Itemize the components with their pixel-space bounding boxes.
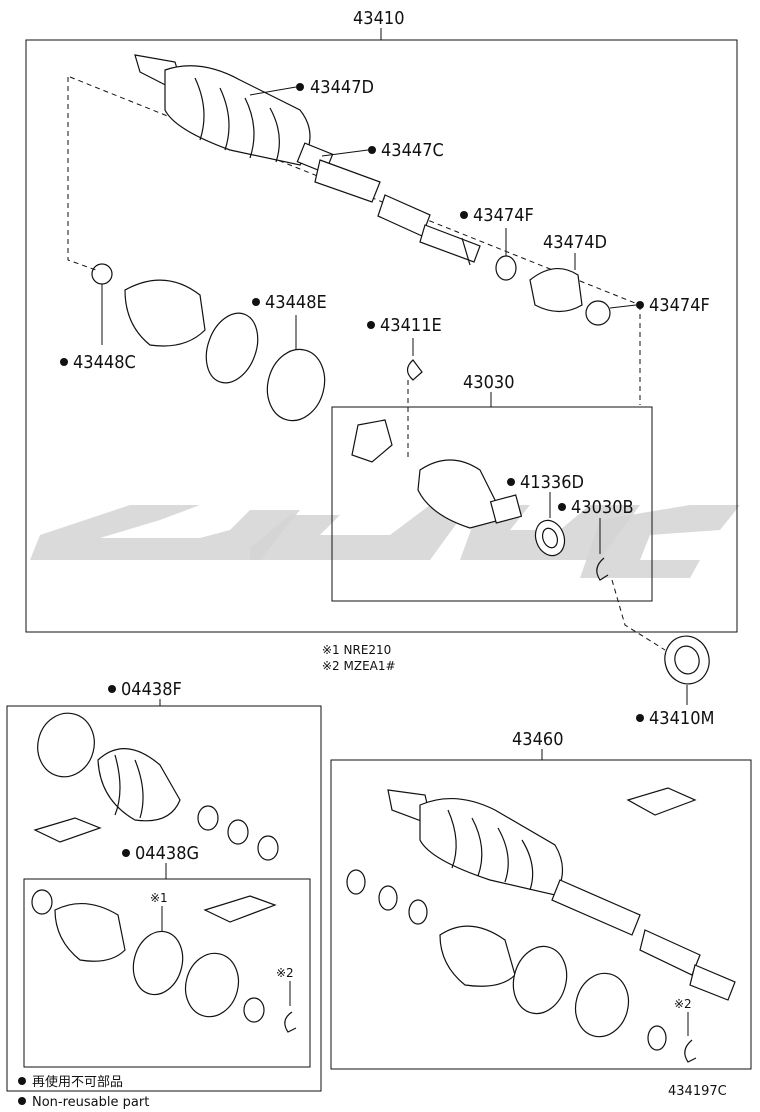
label-43410: 43410 <box>353 8 405 29</box>
callout-43448C: 43448C <box>60 284 136 373</box>
tripod-housing-ring <box>205 312 259 384</box>
callout-43448E: 43448E <box>252 292 327 350</box>
label-43447C: 43447C <box>381 140 444 161</box>
tripod-joint <box>351 419 393 463</box>
label-43030B: 43030B <box>571 497 634 518</box>
label-41336D: 41336D <box>520 472 584 493</box>
mark-note2-b: ※2 <box>674 997 692 1011</box>
label-43474D: 43474D <box>543 232 607 253</box>
callout-43447C: 43447C <box>321 140 444 161</box>
assembly-43460: 43460 ※2 <box>330 729 752 1070</box>
snap-ring-43030B <box>596 557 609 581</box>
frame-04438G <box>23 878 311 1068</box>
drive-shaft <box>134 54 481 266</box>
figure-code: 434197C <box>668 1084 727 1099</box>
label-43448C: 43448C <box>73 352 136 373</box>
label-43460: 43460 <box>512 729 564 750</box>
note-mzea1: ※2 MZEA1# <box>322 659 396 673</box>
frame-43030 <box>331 406 653 602</box>
legend-en: Non-reusable part <box>32 1095 149 1110</box>
clamp-43474F-b <box>585 300 611 326</box>
callout-43411E: 43411E <box>367 315 442 356</box>
note-nre210: ※1 NRE210 <box>322 643 391 657</box>
assembly-43410: 43410 <box>25 8 738 651</box>
frame-04438F <box>6 705 322 1092</box>
label-04438G: 04438G <box>135 843 199 864</box>
legend: 再使用不可部品 Non-reusable part <box>18 1074 149 1110</box>
callout-43474F-b: 43474F <box>609 295 710 316</box>
frame-43460 <box>330 759 752 1070</box>
clamp-43448C <box>91 263 113 285</box>
assembly-43030: 43030 41336D 43030B <box>331 372 653 602</box>
boot-kit-04438F: 04438F 04438G ※1 ※2 <box>6 679 322 1092</box>
frame-43410 <box>25 39 738 633</box>
mark-note1: ※1 <box>150 891 168 905</box>
label-43448E: 43448E <box>265 292 327 313</box>
callout-43474D: 43474D <box>543 232 607 270</box>
label-43447D: 43447D <box>310 77 374 98</box>
label-43474F-a: 43474F <box>473 205 534 226</box>
label-43474F-b: 43474F <box>649 295 710 316</box>
label-43410M: 43410M <box>649 708 714 729</box>
callout-43447D: 43447D <box>249 77 374 98</box>
label-43411E: 43411E <box>380 315 442 336</box>
bearing-43410M: 43410M <box>636 635 714 729</box>
oil-seal-41336D <box>534 519 566 557</box>
inboard-boot <box>124 279 206 347</box>
label-43030: 43030 <box>463 372 515 393</box>
clamp-43474F-a <box>495 255 517 281</box>
callout-41336D: 41336D <box>507 472 584 518</box>
damper-43474D <box>529 268 583 313</box>
boot-band-43448E <box>266 348 326 422</box>
legend-jp: 再使用不可部品 <box>32 1074 123 1090</box>
callout-43474F-a: 43474F <box>460 205 534 256</box>
snap-ring-43411E <box>406 359 423 381</box>
mark-note2-a: ※2 <box>276 966 294 980</box>
label-04438F: 04438F <box>121 679 182 700</box>
callout-43030B: 43030B <box>558 497 634 554</box>
